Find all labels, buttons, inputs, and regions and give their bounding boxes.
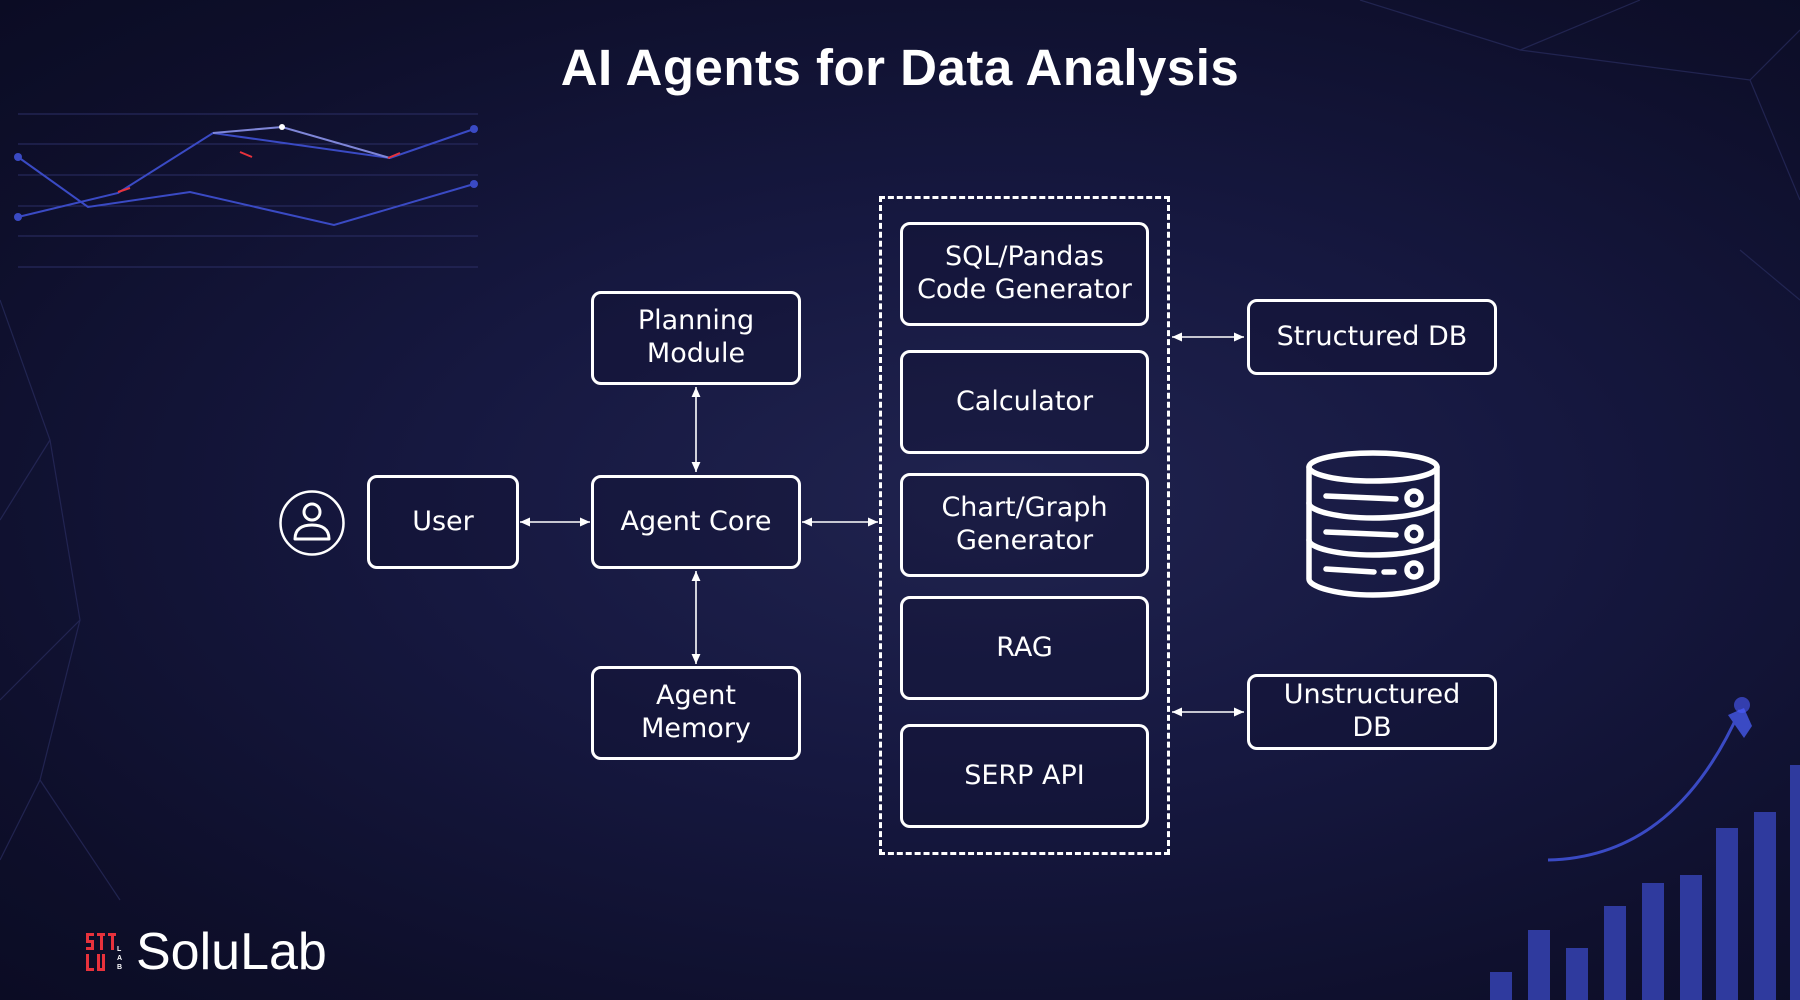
tool-calculator[interactable]: Calculator [900, 350, 1149, 454]
tool-serp-api[interactable]: SERP API [900, 724, 1149, 828]
agent-memory-node[interactable]: Agent Memory [591, 666, 801, 760]
tool-label: SERP API [964, 759, 1085, 791]
tool-sql-pandas-code-generator[interactable]: SQL/Pandas Code Generator [900, 222, 1149, 326]
agent-memory-node-label: Agent Memory [641, 680, 751, 744]
user-icon [279, 490, 345, 556]
structured-db-node-label: Structured DB [1276, 320, 1468, 352]
user-node[interactable]: User [367, 475, 519, 569]
tool-chart-graph-generator[interactable]: Chart/Graph Generator [900, 473, 1149, 577]
logo-letter: B [117, 964, 122, 971]
solulab-logo: L A B SoluLab [86, 922, 327, 982]
tool-label: Calculator [955, 385, 1094, 417]
tool-rag[interactable]: RAG [900, 596, 1149, 700]
tool-label: RAG [996, 631, 1053, 663]
structured-db-node[interactable]: Structured DB [1247, 299, 1497, 375]
tools-group [879, 196, 1170, 855]
tool-label: SQL/Pandas Code Generator [917, 241, 1132, 305]
agent-core-node-label: Agent Core [620, 505, 772, 537]
page-title: AI Agents for Data Analysis [560, 39, 1240, 96]
logo-letter: L [117, 946, 122, 953]
agent-core-node[interactable]: Agent Core [591, 475, 801, 569]
unstructured-db-node[interactable]: Unstructured DB [1247, 674, 1497, 750]
solulab-logo-icon: L A B [86, 933, 122, 971]
decorative-line-chart [14, 113, 478, 268]
tool-label: Chart/Graph Generator [941, 492, 1108, 556]
user-node-label: User [412, 505, 474, 537]
decorative-bar-chart [1490, 697, 1800, 1000]
database-icon [1306, 450, 1440, 598]
unstructured-db-node-label: Unstructured DB [1283, 679, 1461, 743]
planning-module-node-label: Planning Module [637, 305, 755, 369]
planning-module-node[interactable]: Planning Module [591, 291, 801, 385]
logo-letter: A [117, 955, 122, 962]
brand-name: SoluLab [136, 923, 327, 981]
